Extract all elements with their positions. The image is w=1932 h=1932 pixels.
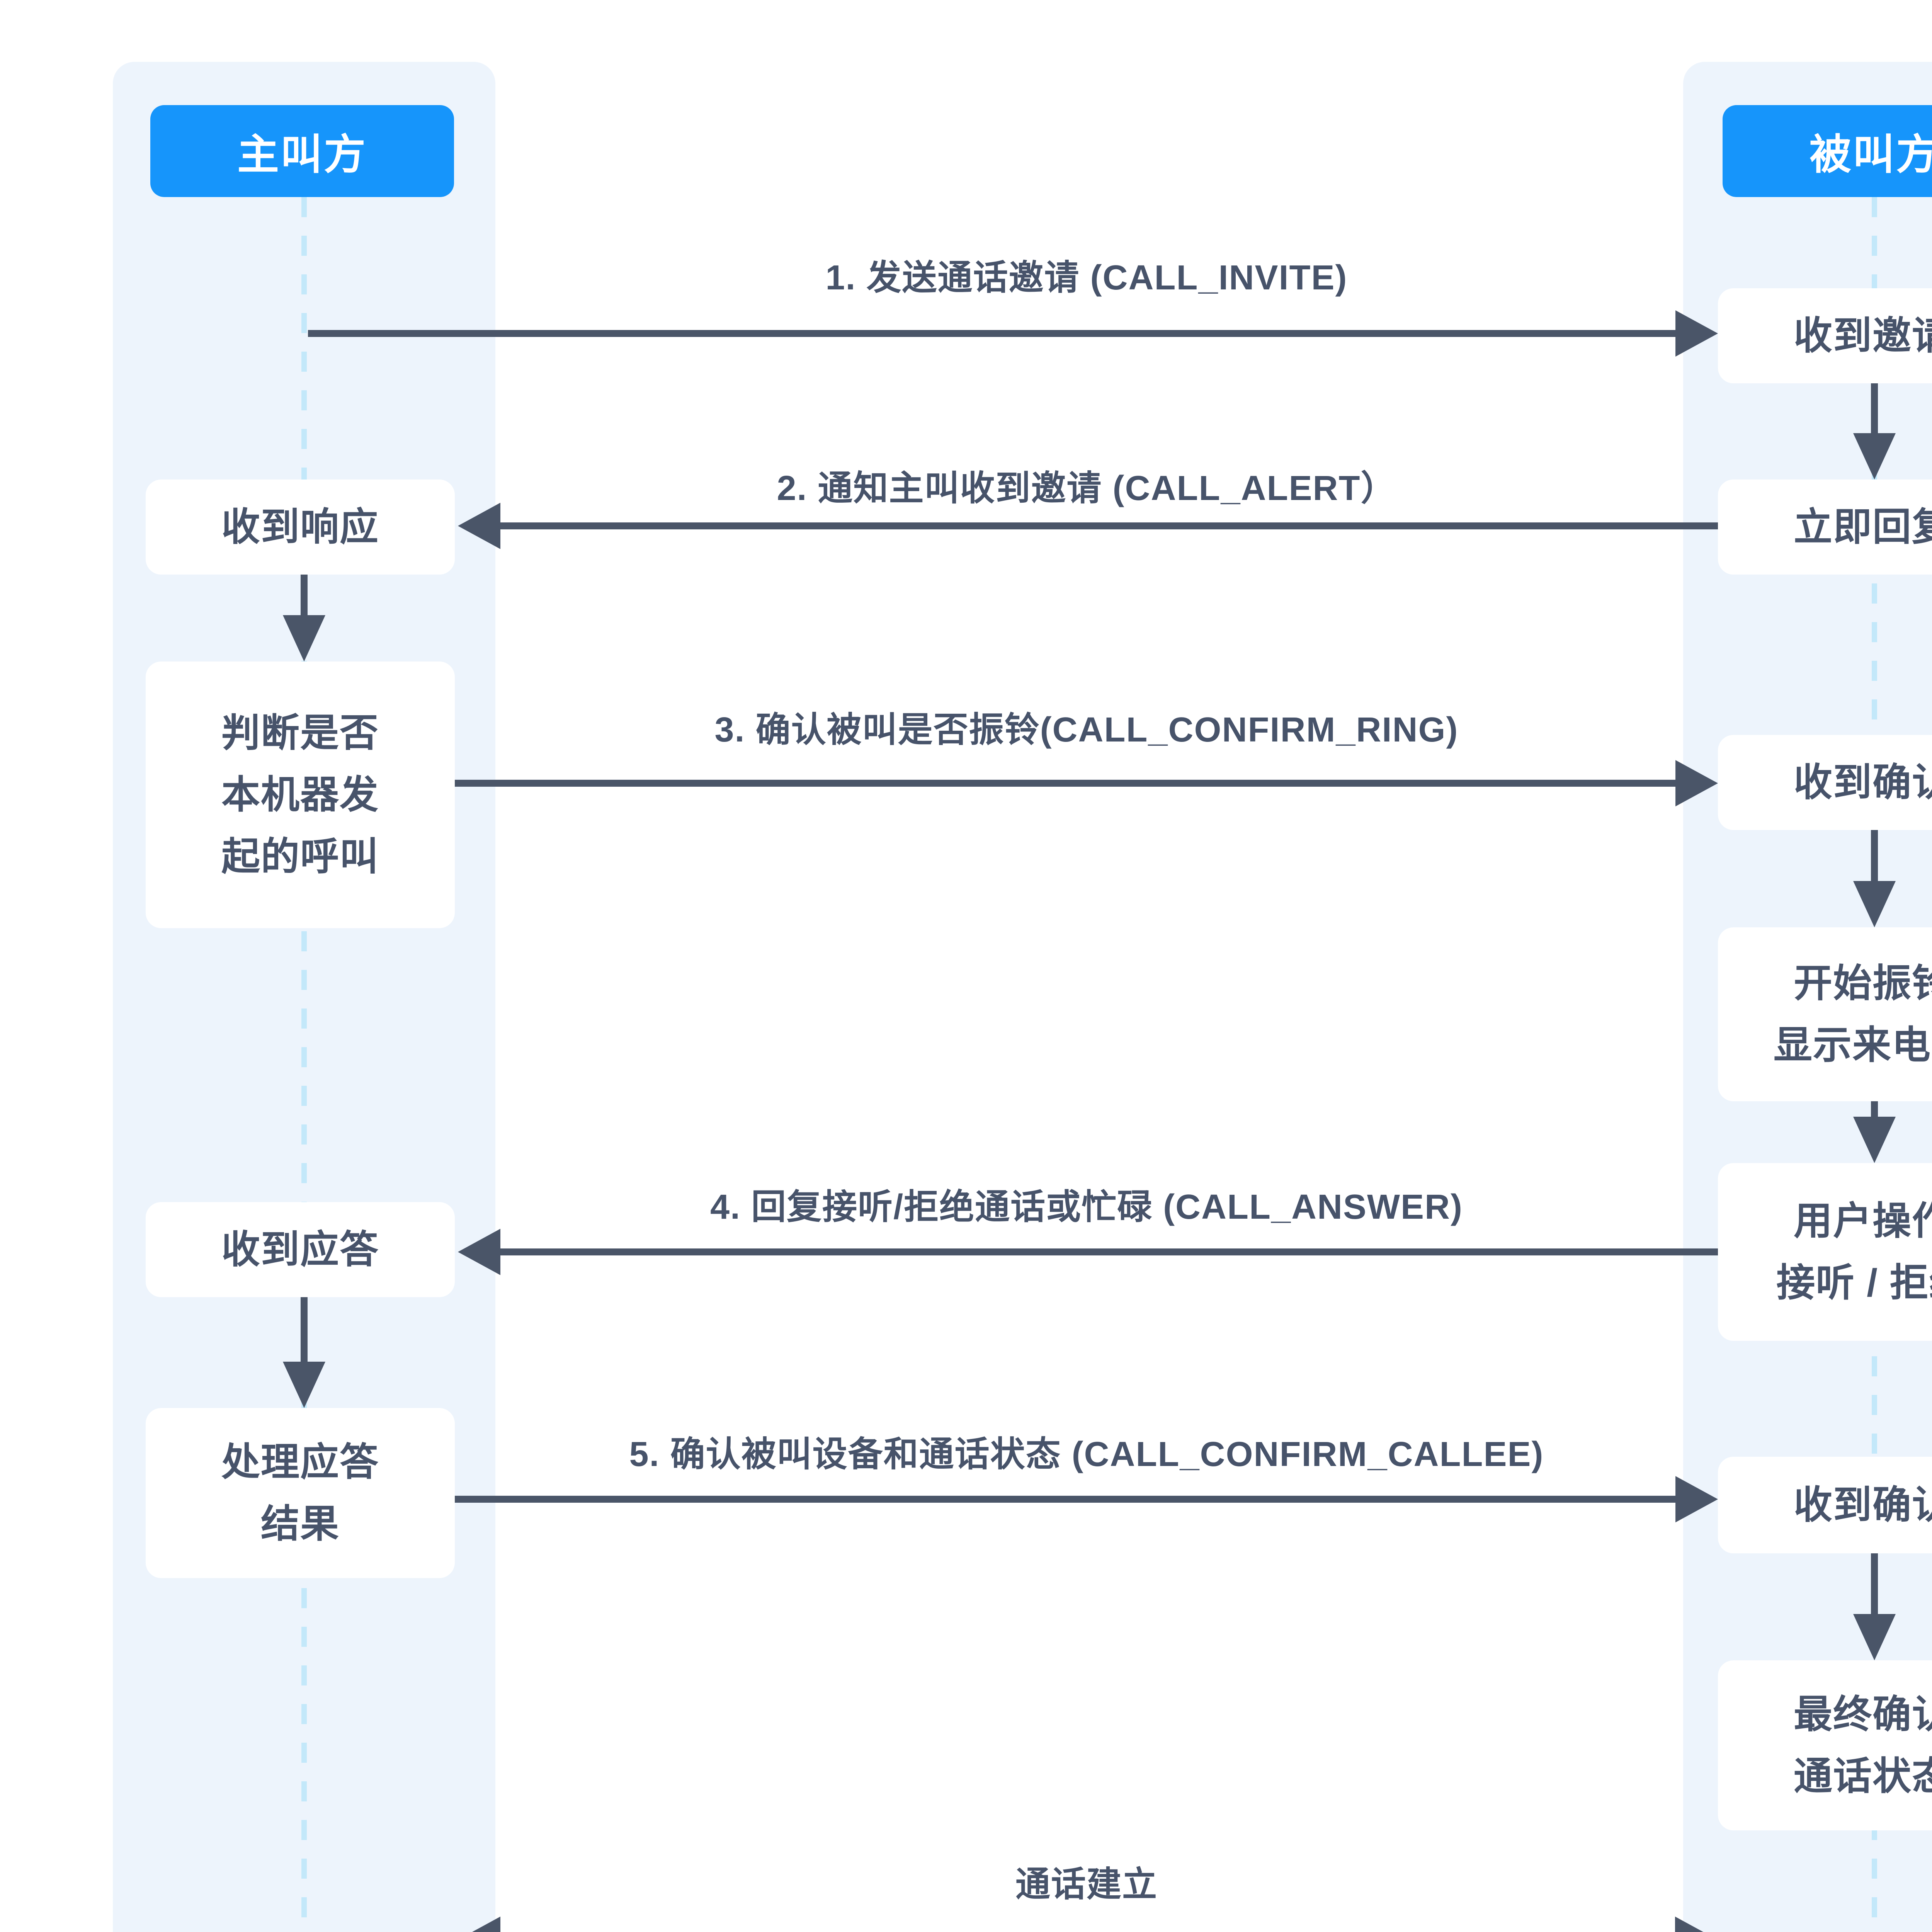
message-5-arrowhead-icon [1675, 1476, 1718, 1522]
message-4-label: 4. 回复接听/拒绝通话或忙碌 (CALL_ANSWER) [710, 1188, 1463, 1226]
message-1-label: 1. 发送通话邀请 (CALL_INVITE) [825, 259, 1348, 297]
node-receive-invite: 收到邀请 [1718, 288, 1932, 383]
node-receive-confirm-2: 收到确认 [1718, 1457, 1932, 1553]
message-2-arrow-line [500, 522, 1718, 529]
flow-arrow-confirm1-to-ring-line [1871, 830, 1878, 881]
message-3-arrow-line [455, 780, 1675, 787]
node-receive-response: 收到响应 [146, 480, 455, 575]
message-1-arrowhead-icon [1675, 310, 1718, 357]
flow-arrow-confirm2-to-final-line [1871, 1553, 1878, 1614]
flow-arrow-answer-to-handle-head-icon [283, 1362, 325, 1408]
message-3-arrowhead-icon [1675, 760, 1718, 806]
node-judge-local-call: 判断是否 本机器发 起的呼叫 [146, 662, 455, 928]
call-established-right-arrowhead-icon [1675, 1917, 1718, 1932]
message-2-arrowhead-icon [458, 503, 500, 549]
flow-arrow-response-to-judge-line [301, 575, 308, 615]
flow-arrow-invite-to-reply-line [1871, 383, 1878, 433]
node-final-confirm-call-state: 最终确认 通话状态 [1718, 1660, 1932, 1830]
message-4-arrow-line [500, 1248, 1718, 1255]
message-5-label: 5. 确认被叫设备和通话状态 (CALL_CONFIRM_CALLEE) [629, 1435, 1544, 1474]
flow-arrow-ring-to-useraction-head-icon [1853, 1117, 1896, 1163]
actor-callee-top: 被叫方 [1723, 105, 1932, 197]
flow-arrow-response-to-judge-head-icon [283, 615, 325, 662]
node-receive-confirm-1: 收到确认 [1718, 735, 1932, 830]
node-receive-answer: 收到应答 [146, 1202, 455, 1297]
message-5-arrow-line [455, 1496, 1675, 1503]
message-3-label: 3. 确认被叫是否振铃(CALL_CONFIRM_RING) [714, 711, 1459, 749]
message-4-arrowhead-icon [458, 1229, 500, 1275]
flow-arrow-confirm2-to-final-head-icon [1853, 1614, 1896, 1660]
message-1-arrow-line [308, 330, 1675, 337]
call-established-left-arrowhead-icon [458, 1917, 500, 1932]
flow-arrow-answer-to-handle-line [301, 1297, 308, 1362]
node-handle-answer-result: 处理应答 结果 [146, 1408, 455, 1578]
node-start-ring-show-ui: 开始振铃 显示来电UI [1718, 927, 1932, 1101]
node-user-action-answer-reject: 用户操作 接听 / 拒绝 [1718, 1163, 1932, 1341]
message-2-label: 2. 通知主叫收到邀请 (CALL_ALERT） [777, 469, 1396, 508]
actor-caller-top: 主叫方 [150, 105, 454, 197]
flow-arrow-ring-to-useraction-line [1871, 1101, 1878, 1117]
node-reply-immediately: 立即回复 [1718, 480, 1932, 575]
call-established-label: 通话建立 [1015, 1865, 1158, 1904]
caller-lifeline [301, 197, 307, 1932]
flow-arrow-confirm1-to-ring-head-icon [1853, 881, 1896, 927]
flow-arrow-invite-to-reply-head-icon [1853, 433, 1896, 480]
